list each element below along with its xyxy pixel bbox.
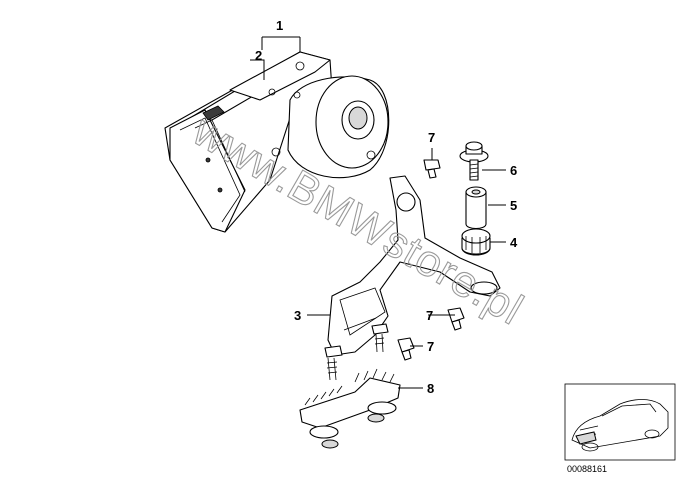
abs-hydraulic-unit[interactable] [164,51,390,233]
reference-number: 00088161 [567,464,607,474]
rubber-mount[interactable] [461,228,491,256]
leader-lines [250,36,506,389]
screw-lower[interactable] [397,337,415,361]
callout-4: 4 [510,235,518,250]
hex-bolt[interactable] [459,141,489,181]
callout-7-middle: 7 [426,308,433,323]
screw-upper[interactable] [423,159,441,179]
screw-middle[interactable] [447,307,465,331]
callout-1: 1 [276,18,283,33]
callout-5: 5 [510,198,517,213]
callout-8: 8 [427,381,434,396]
callout-7-lower: 7 [427,339,434,354]
vehicle-thumbnail [564,383,676,461]
callout-7-upper: 7 [428,130,435,145]
callout-2: 2 [255,48,262,63]
bushing[interactable] [465,186,487,230]
callout-3: 3 [294,308,301,323]
abs-bracket[interactable] [324,175,501,381]
callout-6: 6 [510,163,517,178]
damper-set[interactable] [299,368,401,449]
